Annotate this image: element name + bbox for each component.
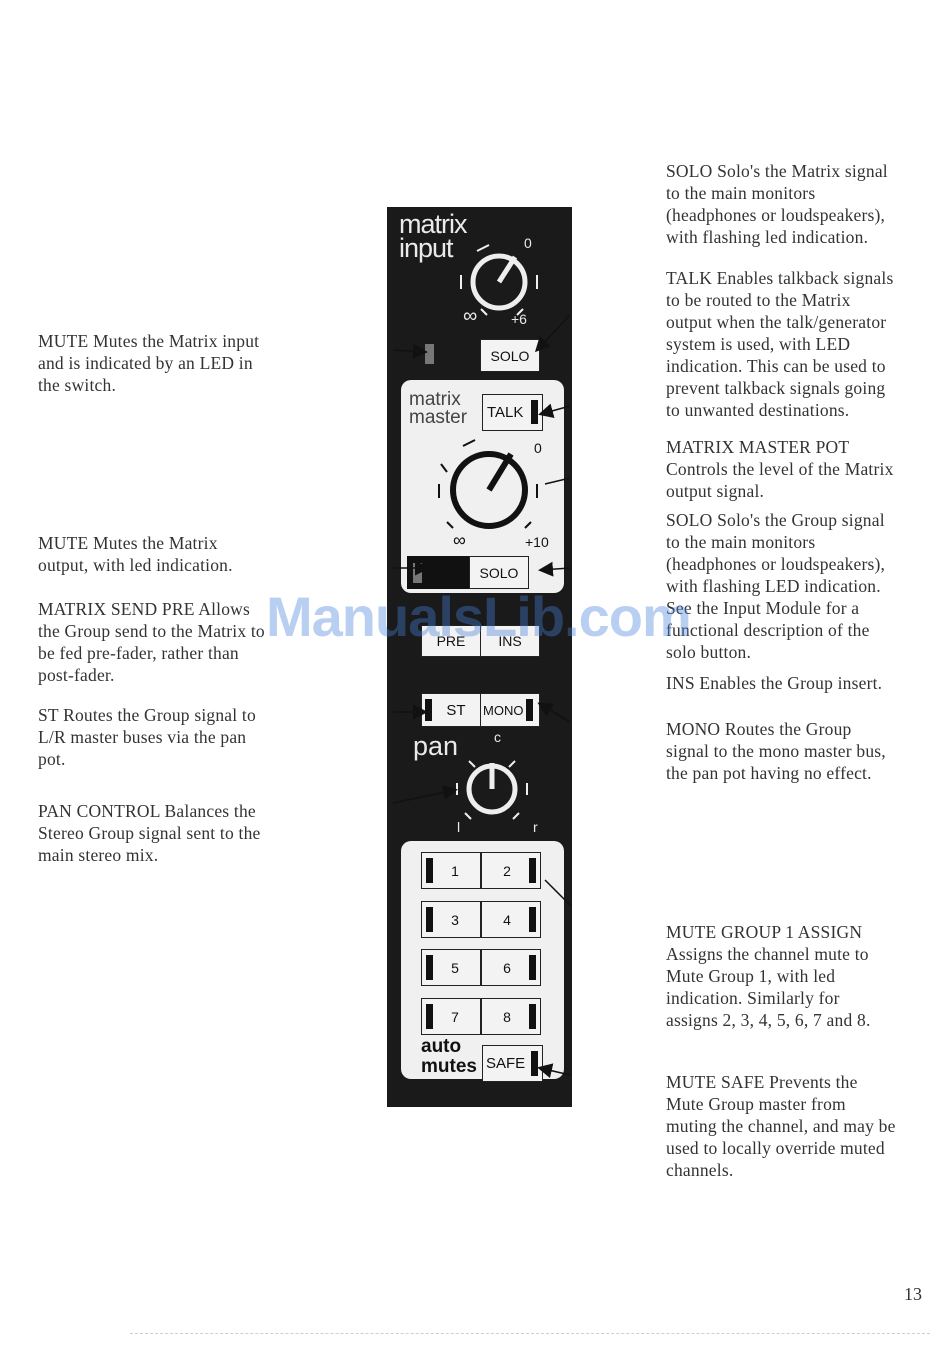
desc-matrix-send-pre: MATRIX SEND PRE Allows the Group send to… (38, 599, 265, 685)
master-pot-gain: +10 (525, 534, 549, 550)
desc-mute-safe: MUTE SAFE Prevents the Mute Group master… (666, 1072, 896, 1180)
matrix-master-section: matrix master TALK 0 ∞ +10 SOLO (401, 380, 564, 593)
page-number: 13 (904, 1284, 922, 1304)
ins-button[interactable]: INS (480, 625, 540, 657)
mute-group-2-label: 2 (503, 862, 511, 879)
mute-group-3-label: 3 (451, 911, 459, 928)
desc-matrix-master-pot: MATRIX MASTER POT Controls the level of … (666, 437, 894, 501)
pan-left-label: l (457, 819, 461, 835)
mute-group-7-label: 7 (451, 1008, 459, 1025)
st-led (425, 699, 432, 721)
desc-mute-group-assign: MUTE GROUP 1 ASSIGN Assigns the channel … (666, 922, 871, 1030)
matrix-module-panel: matrix input 0 ∞ +6 SOLO matrix master T… (387, 207, 572, 1107)
pan-knob[interactable] (449, 747, 539, 827)
matrix-master-knob[interactable] (431, 432, 551, 544)
input-pot-min: ∞ (463, 305, 478, 327)
mono-label: MONO (483, 702, 524, 718)
output-solo-button[interactable]: SOLO (469, 556, 529, 589)
mute-group-1-led (426, 858, 433, 883)
mute-group-6-led (529, 955, 536, 980)
mono-led (526, 699, 533, 721)
footer-divider (130, 1333, 930, 1334)
safe-label: SAFE (486, 1055, 526, 1072)
input-gain-knob[interactable] (451, 237, 551, 327)
input-solo-button[interactable]: SOLO (480, 339, 540, 372)
mute-group-8-label: 8 (503, 1008, 511, 1025)
safe-led (531, 1051, 538, 1076)
desc-st: ST Routes the Group signal to L/R master… (38, 705, 256, 769)
auto-mutes-label-2: mutes (421, 1056, 477, 1077)
desc-mono: MONO Routes the Group signal to the mono… (666, 719, 886, 783)
st-label: ST (446, 701, 466, 719)
pan-right-label: r (533, 819, 538, 835)
mute-group-3-led (426, 907, 433, 932)
mute-group-5-led (426, 955, 433, 980)
matrix-master-label-1: matrix (409, 389, 461, 410)
mute-group-5-label: 5 (451, 959, 459, 976)
pre-button[interactable]: PRE (421, 625, 481, 657)
pan-label: pan (413, 731, 459, 761)
matrix-input-label-1: matrix (399, 209, 467, 239)
desc-solo-matrix: SOLO Solo's the Matrix signal to the mai… (666, 161, 888, 247)
mute-group-2-led (529, 858, 536, 883)
input-mute-led (425, 344, 434, 364)
talk-label: TALK (487, 404, 524, 421)
desc-mute-output: MUTE Mutes the Matrix output, with led i… (38, 533, 233, 575)
master-pot-min: ∞ (453, 530, 466, 550)
mute-group-6-label: 6 (503, 959, 511, 976)
talk-button[interactable]: TALK (482, 394, 543, 431)
desc-solo-group: SOLO Solo's the Group signal to the main… (666, 510, 886, 662)
master-pot-max: 0 (534, 440, 542, 456)
mute-group-1-label: 1 (451, 862, 459, 879)
mute-group-4-led (529, 907, 536, 932)
mute-groups-section: 1 2 3 4 5 6 7 8 auto mutes SAFE (401, 841, 564, 1082)
mute-group-8-led (529, 1004, 536, 1029)
pan-center-label: c (494, 729, 501, 745)
output-mute-led (413, 563, 422, 583)
desc-ins: INS Enables the Group insert. (666, 673, 883, 693)
mute-group-7-led (426, 1004, 433, 1029)
mute-group-4-label: 4 (503, 911, 511, 928)
auto-mutes-label-1: auto (421, 1036, 462, 1057)
desc-pan-control: PAN CONTROL Balances the Stereo Group si… (38, 801, 261, 865)
desc-mute-input: MUTE Mutes the Matrix input and is indic… (38, 331, 260, 395)
desc-talk: TALK Enables talkback signals to be rout… (666, 268, 894, 420)
input-pot-max: 0 (524, 235, 532, 251)
matrix-master-label-2: master (409, 407, 468, 428)
input-pot-gain: +6 (511, 311, 527, 327)
talk-led (531, 400, 538, 424)
matrix-input-label-2: input (399, 233, 454, 263)
